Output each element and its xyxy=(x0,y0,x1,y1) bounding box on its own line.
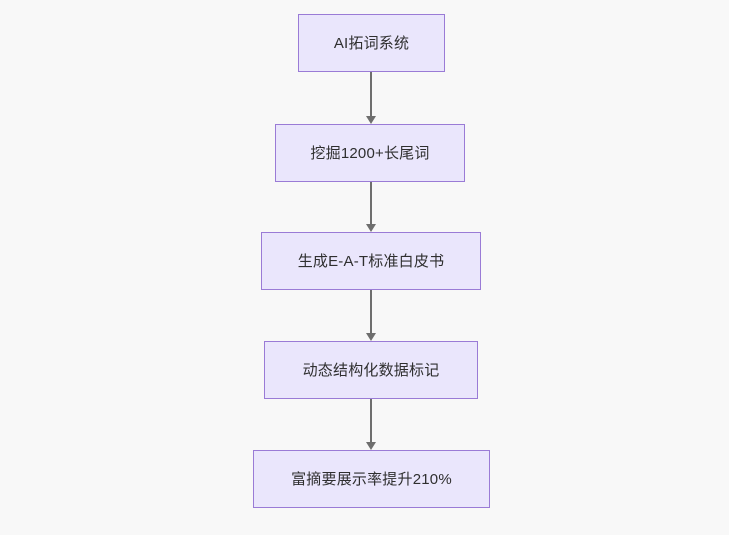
flowchart-node-4-label: 动态结构化数据标记 xyxy=(302,361,440,379)
flowchart-node-4[interactable]: 动态结构化数据标记 xyxy=(264,341,478,399)
flowchart-node-2[interactable]: 挖掘1200+长尾词 xyxy=(275,124,465,182)
flowchart-node-3-label: 生成E-A-T标准白皮书 xyxy=(297,252,445,270)
flowchart-node-1-label: AI拓词系统 xyxy=(333,34,410,52)
flowchart-node-3[interactable]: 生成E-A-T标准白皮书 xyxy=(261,232,481,290)
connector-arrowhead-1 xyxy=(366,116,376,124)
connector-line-2 xyxy=(370,182,372,224)
flowchart-node-1[interactable]: AI拓词系统 xyxy=(298,14,445,72)
connector-arrowhead-2 xyxy=(366,224,376,232)
connector-arrowhead-3 xyxy=(366,333,376,341)
flowchart-node-5[interactable]: 富摘要展示率提升210% xyxy=(253,450,490,508)
connector-line-4 xyxy=(370,399,372,442)
flowchart-node-2-label: 挖掘1200+长尾词 xyxy=(310,144,430,162)
connector-arrowhead-4 xyxy=(366,442,376,450)
flowchart-node-5-label: 富摘要展示率提升210% xyxy=(291,470,452,488)
connector-line-1 xyxy=(370,72,372,116)
connector-line-3 xyxy=(370,290,372,333)
